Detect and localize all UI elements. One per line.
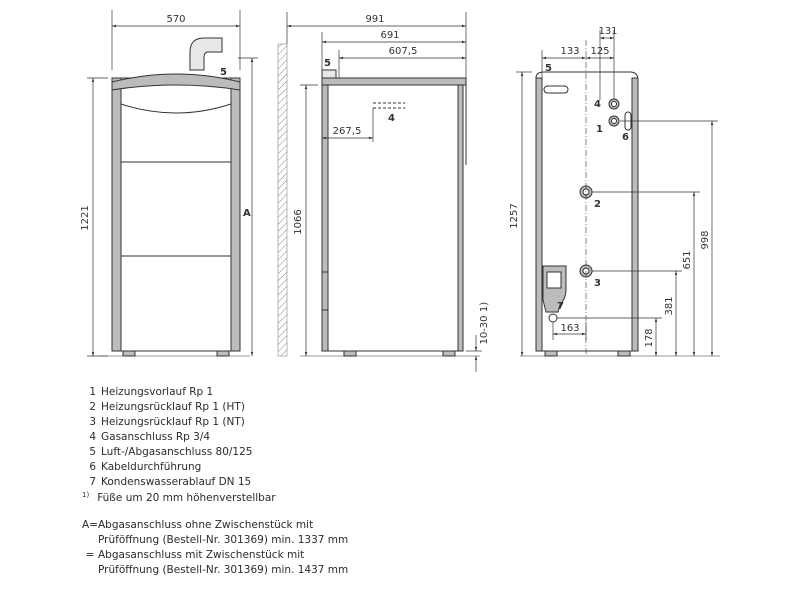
callout-4-rear: 4	[594, 99, 601, 110]
dim-rear-height: 1257	[509, 203, 520, 228]
dim-side-691: 691	[380, 30, 399, 41]
callout-6-rear: 6	[622, 132, 629, 143]
dim-rear-125: 125	[590, 46, 609, 57]
note-line-2: Prüföffnung (Bestell-Nr. 301369) min. 13…	[98, 534, 349, 546]
rear-view	[520, 40, 720, 357]
dim-rear-131: 131	[598, 26, 617, 37]
callout-3-rear: 3	[594, 278, 601, 289]
note-line-1: Abgasanschluss ohne Zwischenstück mit	[98, 519, 314, 531]
dim-side-height: 1066	[293, 209, 304, 234]
callout-1-rear: 1	[596, 124, 603, 135]
rear-dimensions	[516, 30, 718, 356]
note-lead-a: A=	[82, 519, 98, 531]
footnote-mark: 1)	[82, 491, 90, 499]
front-dimensions	[87, 10, 258, 357]
note-line-4: Prüföffnung (Bestell-Nr. 301369) min. 14…	[98, 564, 349, 576]
dim-side-267: 267,5	[333, 126, 362, 137]
side-view	[300, 69, 480, 357]
dim-front-width: 570	[166, 14, 185, 25]
dim-side-overall: 991	[365, 14, 384, 25]
dim-rear-381: 381	[664, 296, 675, 315]
wall-hatching	[277, 43, 288, 357]
dim-side-607: 607,5	[389, 46, 418, 57]
note-lead-eq: =	[85, 549, 95, 561]
dim-side-feet-note: 1)	[479, 302, 490, 312]
dim-rear-998: 998	[700, 230, 711, 249]
callout-4-side: 4	[388, 113, 395, 124]
dimension-a-note: A=Abgasanschluss ohne Zwischenstück mit …	[82, 518, 348, 578]
callout-5-rear: 5	[545, 63, 552, 74]
dim-front-height: 1221	[80, 205, 91, 230]
front-view	[100, 37, 250, 357]
callout-7-rear: 7	[557, 301, 564, 312]
dim-rear-178: 178	[644, 328, 655, 347]
callout-5-front: 5	[220, 67, 227, 78]
dim-marker-a: A	[243, 208, 251, 219]
dim-rear-651: 651	[682, 250, 693, 269]
footnote: 1) Füße um 20 mm höhenverstellbar	[82, 491, 276, 504]
callout-2-rear: 2	[594, 199, 601, 210]
callout-5-side: 5	[324, 58, 331, 69]
note-line-3: Abgasanschluss mit Zwischenstück mit	[98, 549, 305, 561]
dim-rear-133: 133	[560, 46, 579, 57]
dim-rear-163: 163	[560, 323, 579, 334]
side-dimensions	[286, 12, 482, 372]
dim-side-feet: 10-30	[479, 315, 490, 344]
footnote-text: Füße um 20 mm höhenverstellbar	[97, 492, 276, 504]
